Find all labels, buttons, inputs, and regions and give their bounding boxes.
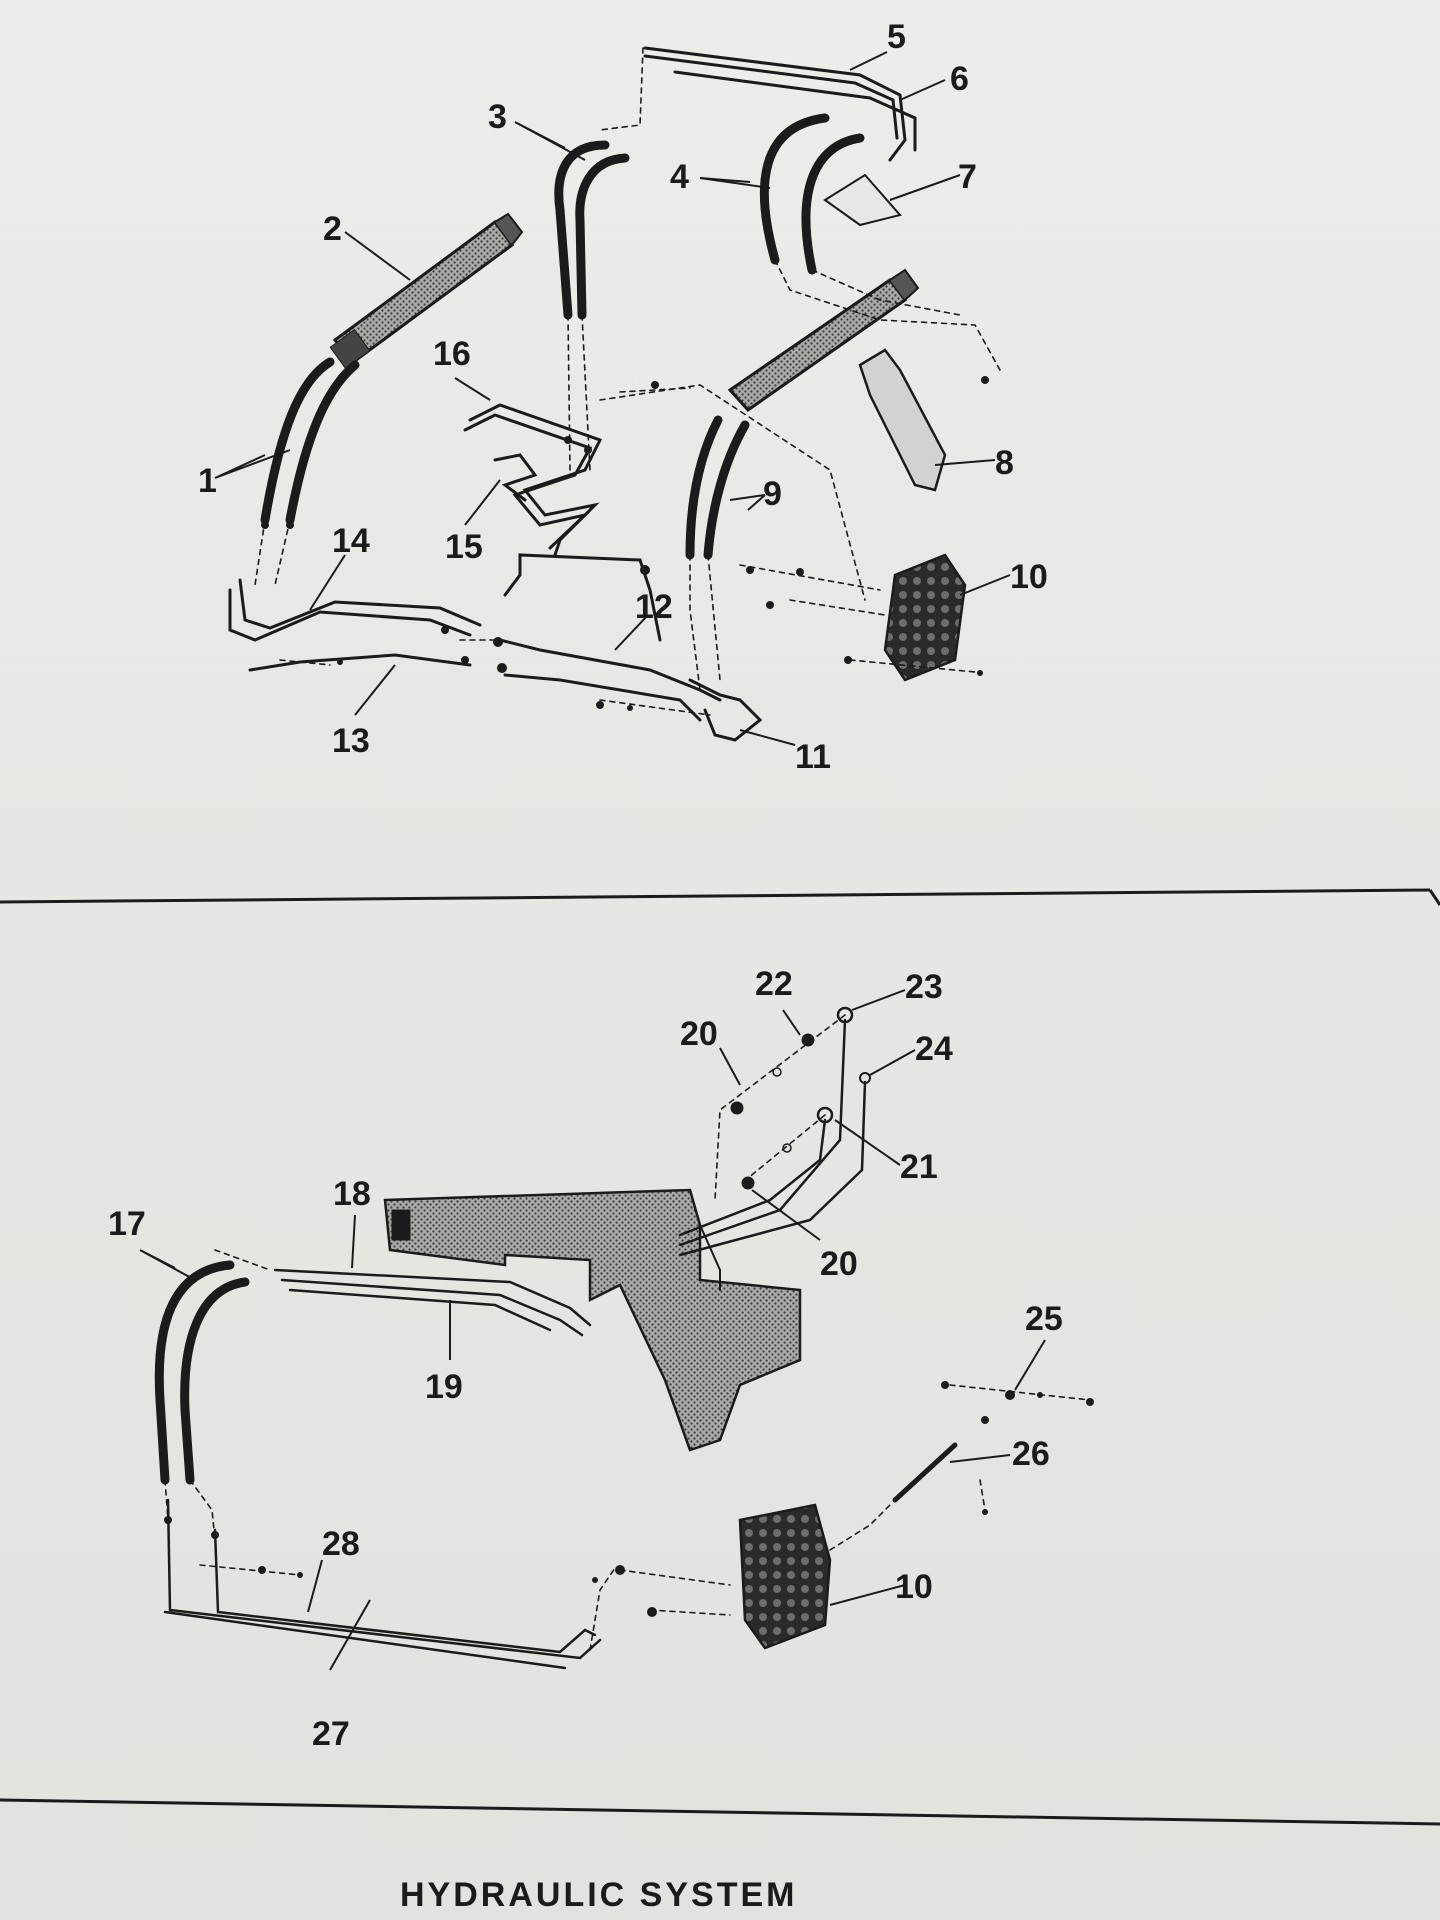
callout-26: 26 [1012,1435,1050,1473]
callout-22: 22 [755,965,793,1003]
hose-pair-17 [154,1260,250,1485]
bottom-callout-labels: 17 18 19 20 21 22 23 24 20 25 26 27 28 1… [108,965,1063,1753]
callout-8: 8 [995,444,1014,482]
bottom-dashed-lines [164,1014,1091,1651]
callout-20-a: 20 [680,1015,718,1053]
boom-arm [383,1188,802,1452]
callout-15: 15 [445,528,483,566]
elbow-8 [858,348,947,492]
callout-10-b: 10 [895,1568,933,1606]
pipes-27-28 [163,1498,602,1670]
fitting-cluster-20-24 [730,1006,871,1190]
callout-25: 25 [1025,1300,1063,1338]
top-callout-labels: 1 2 3 4 5 6 7 8 9 10 11 12 13 14 15 16 [198,18,1048,776]
callout-4: 4 [670,158,689,196]
callout-6: 6 [950,60,969,98]
pipe-11 [688,678,763,742]
callout-2: 2 [323,210,342,248]
callout-14: 14 [332,522,370,560]
callout-28: 28 [322,1525,360,1563]
bottom-panel-diagram [154,1006,1094,1670]
callout-5: 5 [887,18,906,56]
callout-11: 11 [795,738,831,776]
bracket-7 [823,173,902,227]
pipes-12-13-14 [228,553,722,722]
rod-26 [892,1442,958,1503]
top-panel-diagram [228,46,1001,742]
left-lift-cylinder [329,212,524,370]
right-lift-cylinder [727,268,920,412]
frame-15-16 [463,403,603,557]
callout-1: 1 [198,462,217,500]
hose-pair-1 [260,357,360,525]
callout-19: 19 [425,1368,463,1406]
hose-pair-9 [685,415,750,560]
bottom-fittings [164,1381,1094,1617]
bottom-rule [0,1798,1440,1826]
top-callouts [214,51,1011,746]
control-valve-10 [883,553,967,682]
callout-21: 21 [900,1148,938,1186]
boom-tubes [678,1018,867,1257]
callout-23: 23 [905,968,943,1006]
page-title: HYDRAULIC SYSTEM [400,1876,798,1914]
callout-3: 3 [488,98,507,136]
pipes-5-6 [643,46,917,162]
callout-12: 12 [635,588,673,626]
top-fittings [261,376,989,711]
page-curl-edge [1428,889,1440,906]
callout-7: 7 [958,158,977,196]
callout-24: 24 [915,1030,953,1068]
callout-27: 27 [312,1715,350,1753]
top-dashed-lines [254,47,1001,716]
pipes-18-19 [273,1268,592,1337]
bottom-callouts [139,989,1046,1671]
callout-16: 16 [433,335,471,373]
callout-9: 9 [763,475,782,513]
callout-13: 13 [332,722,370,760]
hose-pair-3 [554,140,630,320]
callout-10: 10 [1010,558,1048,596]
hose-pair-4 [759,113,865,275]
callout-17: 17 [108,1205,146,1243]
callout-20-b: 20 [820,1245,858,1283]
panel-divider [0,888,1431,904]
control-valve-10-bottom [738,1503,832,1650]
callout-18: 18 [333,1175,371,1213]
